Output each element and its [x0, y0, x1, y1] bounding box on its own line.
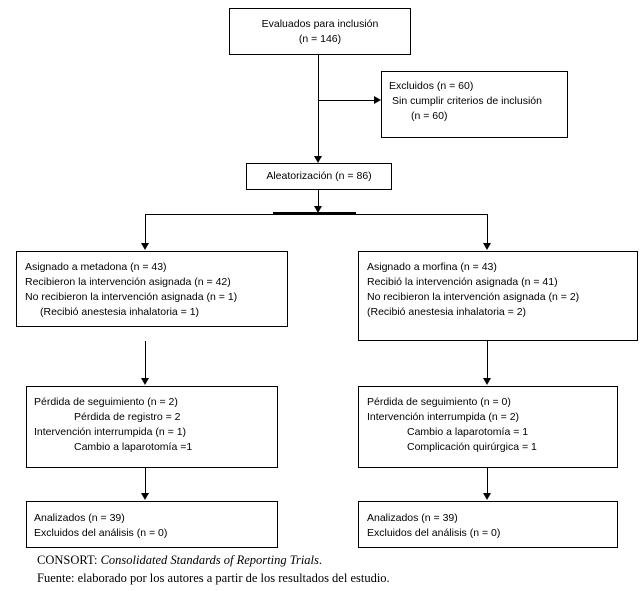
trunk-arrowhead — [314, 156, 322, 163]
right-analysis-box: Analizados (n = 39) Excluidos del anális… — [358, 501, 618, 548]
right-split-drop — [487, 214, 488, 244]
randomization-connector — [318, 190, 319, 210]
left-followup-line1: Pérdida de seguimiento (n = 2) — [34, 396, 178, 408]
left-analysis-connector — [145, 468, 146, 495]
consort-expansion: Consolidated Standards of Reporting Tria… — [100, 553, 319, 567]
excluded-arrowhead — [374, 96, 381, 104]
source-text: Fuente: elaborado por los autores a part… — [37, 571, 390, 585]
right-split-arrowhead — [483, 243, 491, 250]
left-analysis-line2: Excluidos del análisis (n = 0) — [34, 527, 168, 539]
split-line — [145, 214, 487, 215]
randomization-label: Aleatorización (n = 86) — [266, 170, 372, 182]
excluded-line2: Sin cumplir criterios de inclusión — [392, 95, 542, 107]
randomization-bar — [273, 212, 356, 214]
right-analysis-line1: Analizados (n = 39) — [367, 512, 458, 524]
excluded-line1: Excluidos (n = 60) — [389, 80, 474, 92]
right-followup-connector — [487, 341, 488, 379]
left-allocation-line3: No recibieron la intervención asignada (… — [25, 291, 238, 303]
excluded-box: Excluidos (n = 60) Sin cumplir criterios… — [381, 71, 568, 138]
enrollment-box: Evaluados para inclusión (n = 146) — [229, 8, 411, 55]
right-analysis-line2: Excluidos del análisis (n = 0) — [367, 527, 501, 539]
excluded-line3: (n = 60) — [411, 110, 448, 122]
left-analysis-box: Analizados (n = 39) Excluidos del anális… — [26, 501, 278, 548]
right-followup-box: Pérdida de seguimiento (n = 0) Intervenc… — [358, 386, 618, 468]
right-allocation-line2: Recibió la intervención asignada (n = 41… — [367, 276, 558, 288]
consort-note: CONSORT: Consolidated Standards of Repor… — [37, 553, 322, 568]
left-followup-box: Pérdida de seguimiento (n = 2) Pérdida d… — [26, 386, 278, 468]
left-split-arrowhead — [141, 243, 149, 250]
right-analysis-connector — [487, 468, 488, 495]
randomization-box: Aleatorización (n = 86) — [246, 163, 392, 190]
left-analysis-line1: Analizados (n = 39) — [34, 512, 125, 524]
right-followup-arrowhead — [483, 378, 491, 385]
left-allocation-line2: Recibieron la intervención asignada (n =… — [25, 276, 231, 288]
right-analysis-arrowhead — [483, 493, 491, 500]
right-followup-line1: Pérdida de seguimiento (n = 0) — [367, 396, 511, 408]
enrollment-title: Evaluados para inclusión — [261, 18, 379, 30]
excluded-connector — [318, 100, 376, 101]
left-followup-line4: Cambio a laparotomía =1 — [74, 441, 193, 453]
left-followup-line2: Pérdida de registro = 2 — [74, 411, 181, 423]
right-allocation-line1: Asignado a morfina (n = 43) — [367, 261, 497, 273]
left-analysis-arrowhead — [141, 493, 149, 500]
right-allocation-box: Asignado a morfina (n = 43) Recibió la i… — [358, 251, 638, 341]
left-split-drop — [145, 214, 146, 244]
right-followup-line3: Cambio a laparotomía = 1 — [407, 426, 529, 438]
left-allocation-line4: (Recibió anestesia inhalatoria = 1) — [40, 306, 200, 318]
trunk-connector — [318, 55, 319, 158]
right-followup-line4: Complicación quirúrgica = 1 — [407, 441, 537, 453]
right-followup-line2: Intervención interrumpida (n = 2) — [367, 411, 520, 423]
left-followup-connector — [145, 341, 146, 379]
consort-prefix: CONSORT: — [37, 553, 101, 567]
left-followup-line3: Intervención interrumpida (n = 1) — [34, 426, 187, 438]
consort-suffix: . — [318, 553, 323, 567]
source-note: Fuente: elaborado por los autores a part… — [37, 571, 390, 586]
randomization-arrowhead — [314, 206, 322, 213]
left-followup-arrowhead — [141, 378, 149, 385]
enrollment-count: (n = 146) — [298, 33, 342, 45]
left-allocation-box: Asignado a metadona (n = 43) Recibieron … — [16, 251, 288, 327]
right-allocation-line4: (Recibió anestesia inhalatoria = 2) — [367, 306, 527, 318]
right-allocation-line3: No recibieron la intervención asignada (… — [367, 291, 580, 303]
left-allocation-line1: Asignado a metadona (n = 43) — [25, 261, 167, 273]
